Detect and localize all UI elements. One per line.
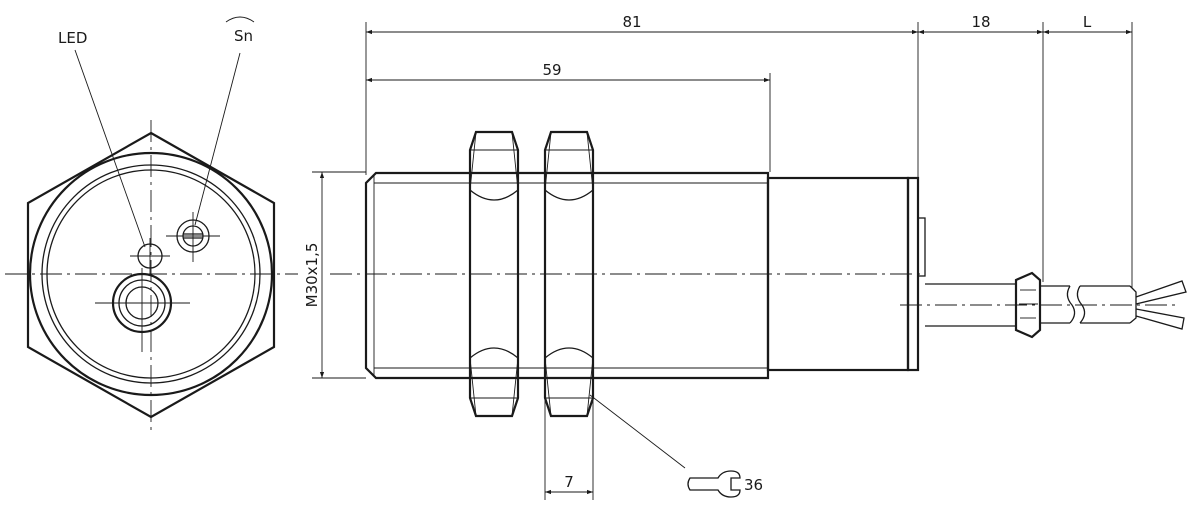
wrench-size-value: 36 <box>744 476 763 494</box>
thread-body <box>364 171 770 380</box>
nut-1-facet-top <box>469 189 519 201</box>
nut-2-facet-bottom <box>544 347 594 359</box>
nut-2-facet-edges <box>544 131 594 417</box>
wire-lower <box>1135 308 1185 330</box>
nut-1 <box>468 130 520 418</box>
dim-nut-value: 7 <box>564 473 574 491</box>
sn-leader <box>194 52 241 226</box>
dim-18-value: 18 <box>971 13 990 31</box>
dim-thread-value: M30x1,5 <box>303 243 321 308</box>
sn-label: Sn <box>234 27 253 45</box>
cable-break-right <box>1076 285 1086 324</box>
led-leader <box>74 49 146 248</box>
side-view: 81 18 L 59 M30x1,5 7 36 <box>303 13 1187 500</box>
wrench-leader <box>589 394 686 469</box>
dim-l-value: L <box>1083 13 1092 31</box>
end-cap-tab <box>917 217 926 277</box>
cable-bend-protection <box>1014 271 1042 339</box>
sn-adjust-arc <box>225 16 255 23</box>
nut-2-facet-top <box>544 189 594 201</box>
nut-1-facet-edges <box>469 131 519 417</box>
cable <box>900 271 1187 339</box>
dim-59-value: 59 <box>542 61 561 79</box>
wire-upper <box>1135 280 1187 305</box>
cable-break-left <box>1066 285 1076 324</box>
led-label: LED <box>58 29 87 47</box>
dim-81-value: 81 <box>622 13 641 31</box>
nut-1-facet-bottom <box>469 347 519 359</box>
cable-end <box>1129 285 1137 324</box>
wrench-icon <box>687 470 741 498</box>
front-view: LED Sn <box>5 16 298 432</box>
